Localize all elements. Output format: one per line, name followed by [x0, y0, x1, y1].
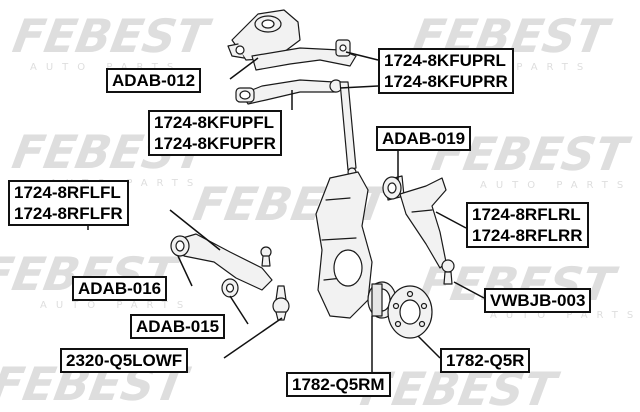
label-lower-rear-arm: 1724-8RFLRL 1724-8RFLRR: [466, 202, 589, 248]
leader-line: [229, 57, 259, 80]
label-adab-015: ADAB-015: [130, 314, 226, 339]
label-hub-rm: 1782-Q5RM: [286, 372, 391, 397]
label-vwbjb-003: VWBJB-003: [484, 288, 592, 313]
label-adab-016: ADAB-016: [72, 276, 168, 301]
label-text: 1724-8RFLRR: [472, 226, 583, 245]
label-text: 1782-Q5R: [446, 351, 525, 370]
label-lower-front-arm: 1724-8RFLFL 1724-8RFLFR: [8, 180, 129, 226]
upper-rear-arm-drawing: [251, 39, 357, 71]
leader-line: [169, 209, 221, 251]
leader-line: [417, 335, 441, 359]
ball-joint-right-drawing: [441, 259, 455, 285]
steering-knuckle-drawing: [315, 171, 373, 319]
wheel-hub-drawing: [387, 285, 433, 339]
leader-line: [345, 51, 379, 61]
watermark-tagline: AUTO PARTS: [40, 300, 192, 311]
label-text: ADAB-012: [112, 71, 196, 90]
leader-line: [453, 281, 485, 299]
leader-line: [435, 211, 467, 229]
leader-lines: [87, 51, 485, 372]
label-text: 1724-8RFLRL: [472, 205, 581, 224]
label-text: ADAB-019: [382, 129, 466, 148]
label-text: 1782-Q5RM: [292, 375, 385, 394]
label-text: 1724-8RFLFR: [14, 204, 123, 223]
label-text: 1724-8KFUPRR: [384, 72, 508, 91]
watermark-tagline: AUTO PARTS: [490, 310, 640, 321]
label-upper-front-arm: 1724-8KFUPFL 1724-8KFUPFR: [148, 110, 282, 156]
leader-line: [229, 295, 249, 325]
label-text: 1724-8KFUPFR: [154, 134, 276, 153]
upper-front-arm-drawing: [235, 79, 343, 105]
label-adab-019: ADAB-019: [376, 126, 472, 151]
label-text: 1724-8KFUPFL: [154, 113, 274, 132]
leader-line: [177, 255, 193, 287]
leader-line: [223, 317, 283, 359]
parts-illustration: [170, 9, 455, 339]
bushing-015-drawing: [221, 278, 239, 298]
watermark-logo: FEBEST: [9, 9, 216, 63]
upper-mount-drawing: [227, 9, 301, 61]
leader-line: [339, 85, 379, 89]
label-ball-joint-lower: 2320-Q5LOWF: [60, 348, 189, 373]
label-text: ADAB-016: [78, 279, 162, 298]
ball-joint-lower-drawing: [272, 285, 290, 321]
lower-front-arm-drawing: [170, 233, 273, 291]
watermark-tagline: AUTO PARTS: [480, 180, 632, 191]
label-text: 2320-Q5LOWF: [66, 351, 183, 370]
lower-rear-arm-drawing: [399, 177, 447, 269]
label-text: ADAB-015: [136, 317, 220, 336]
label-text: VWBJB-003: [490, 291, 586, 310]
vertical-link-drawing: [339, 81, 357, 177]
label-text: 1724-8RFLFL: [14, 183, 121, 202]
label-hub-right: 1782-Q5R: [440, 348, 531, 373]
label-adab-012: ADAB-012: [106, 68, 202, 93]
label-upper-rear-arm: 1724-8KFUPRL 1724-8KFUPRR: [378, 48, 514, 94]
watermark-tagline: AUTO PARTS: [30, 62, 182, 73]
label-text: 1724-8KFUPRL: [384, 51, 506, 70]
